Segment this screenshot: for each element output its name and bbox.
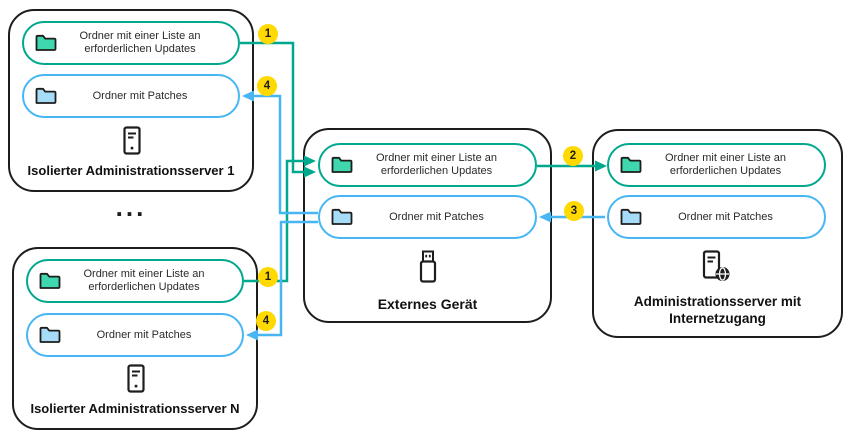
internet-updates-folder: Ordner mit einer Liste an erforderlichen… <box>607 143 826 187</box>
step-badge-1-top: 1 <box>258 24 278 44</box>
external-updates-folder: Ordner mit einer Liste an erforderlichen… <box>318 143 537 187</box>
server-tower-icon <box>127 364 145 393</box>
server1-updates-folder: Ordner mit einer Liste an erforderlichen… <box>22 21 240 65</box>
folder-icon <box>39 272 61 289</box>
server-globe-icon <box>702 250 730 281</box>
folder-icon <box>620 156 642 173</box>
folder-icon <box>35 87 57 104</box>
internet-updates-label: Ordner mit einer Liste an erforderlichen… <box>664 152 787 177</box>
server-tower-icon <box>123 126 141 155</box>
external-patches-folder: Ordner mit Patches <box>318 195 537 239</box>
internet-title-text: Administrationsserver mit Internetzugang <box>633 294 802 326</box>
serverN-title: Isolierter Administrationsserver N <box>30 401 240 416</box>
serverN-patches-label: Ordner mit Patches <box>96 328 192 341</box>
internet-patches-label: Ordner mit Patches <box>678 210 773 223</box>
external-patches-label: Ordner mit Patches <box>389 210 484 223</box>
folder-icon <box>620 208 642 225</box>
folder-icon <box>331 208 353 225</box>
internet-title: Administrationsserver mit Internetzugang <box>592 293 843 327</box>
server1-updates-label: Ordner mit einer Liste an erforderlichen… <box>79 30 201 55</box>
external-title: Externes Gerät <box>377 296 478 312</box>
more-servers-ellipsis: ... <box>115 192 147 222</box>
folder-icon <box>331 156 353 173</box>
server1-title: Isolierter Administrationsserver 1 <box>27 163 235 178</box>
serverN-updates-folder: Ordner mit einer Liste an erforderlichen… <box>26 259 244 303</box>
serverN-patches-folder: Ordner mit Patches <box>26 313 244 357</box>
external-updates-label: Ordner mit einer Liste an erforderlichen… <box>375 152 498 177</box>
step-badge-4-bottom: 4 <box>256 311 276 331</box>
server1-patches-label: Ordner mit Patches <box>92 89 188 102</box>
internet-patches-folder: Ordner mit Patches <box>607 195 826 239</box>
serverN-updates-label: Ordner mit einer Liste an erforderlichen… <box>83 268 205 293</box>
step-badge-4-top: 4 <box>257 76 277 96</box>
folder-icon <box>39 326 61 343</box>
usb-drive-icon <box>419 250 437 283</box>
folder-icon <box>35 34 57 51</box>
step-badge-2: 2 <box>563 146 583 166</box>
step-badge-3: 3 <box>564 201 584 221</box>
step-badge-1-bottom: 1 <box>258 267 278 287</box>
server1-patches-folder: Ordner mit Patches <box>22 74 240 118</box>
